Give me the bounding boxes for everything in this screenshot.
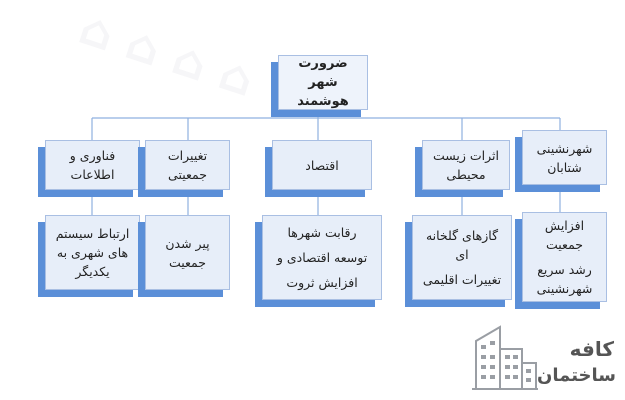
child-demographic: پیر شدن جمعیت xyxy=(145,215,230,290)
node-demographic-line-2: جمعیتی xyxy=(168,167,207,182)
node-environment-line-1: اثرات زیست xyxy=(433,148,500,163)
building-icon xyxy=(472,325,538,390)
child-tech-line-2: های شهری به xyxy=(56,245,129,260)
child-economy-line-2: توسعه اقتصادی و xyxy=(276,250,368,265)
child-urbanization-line-3: رشد سریع xyxy=(537,262,592,277)
child-tech-line-1: ارتباط سیستم xyxy=(55,226,130,241)
child-urbanization-line-1: افزایش xyxy=(544,218,585,233)
root-node: ضرورت شهر هوشمند xyxy=(278,55,368,110)
node-environment-line-2: محیطی xyxy=(446,167,486,182)
node-urbanization: شهرنشینی شتابان xyxy=(522,130,607,185)
child-urbanization-line-4: شهرنشینی xyxy=(536,281,593,296)
node-environment: اثرات زیست محیطی xyxy=(422,140,510,190)
child-economy: رقابت شهرها توسعه اقتصادی و افزایش ثروت xyxy=(262,215,382,300)
node-tech-line-2: اطلاعات xyxy=(70,167,115,182)
node-economy-line-1: اقتصاد xyxy=(305,157,339,173)
node-demographic-line-1: تغییرات xyxy=(167,148,208,163)
child-demographic-line-2: جمعیت xyxy=(168,254,207,270)
child-demographic-line-1: پیر شدن xyxy=(165,235,210,251)
child-urbanization: افزایش جمعیت رشد سریع شهرنشینی xyxy=(522,212,607,302)
child-environment-line-1: گازهای گلخانه ای xyxy=(425,228,499,262)
child-tech-line-3: یکدیگر xyxy=(75,264,110,279)
root-line-1: ضرورت شهر xyxy=(298,56,348,90)
node-demographic: تغییرات جمعیتی xyxy=(145,140,230,190)
brand-name-line-1: کافه xyxy=(569,337,614,361)
child-economy-line-3: افزایش ثروت xyxy=(286,275,358,290)
brand-logo: کافه ساختمان xyxy=(470,315,620,395)
node-tech-line-1: فناوری و xyxy=(69,148,116,163)
brand-name-line-2: ساختمان xyxy=(537,365,616,386)
child-tech: ارتباط سیستم های شهری به یکدیگر xyxy=(45,215,140,290)
node-tech: فناوری و اطلاعات xyxy=(45,140,140,190)
node-urbanization-line-1: شهرنشینی xyxy=(536,140,593,156)
child-environment-line-2: تغییرات اقلیمی xyxy=(422,272,502,287)
root-line-2: هوشمند xyxy=(297,94,349,109)
child-economy-line-1: رقابت شهرها xyxy=(287,225,357,240)
child-urbanization-line-2: جمعیت xyxy=(546,237,584,252)
node-economy: اقتصاد xyxy=(272,140,372,190)
node-urbanization-line-2: شتابان xyxy=(547,159,582,175)
child-environment: گازهای گلخانه ای تغییرات اقلیمی xyxy=(412,215,512,300)
